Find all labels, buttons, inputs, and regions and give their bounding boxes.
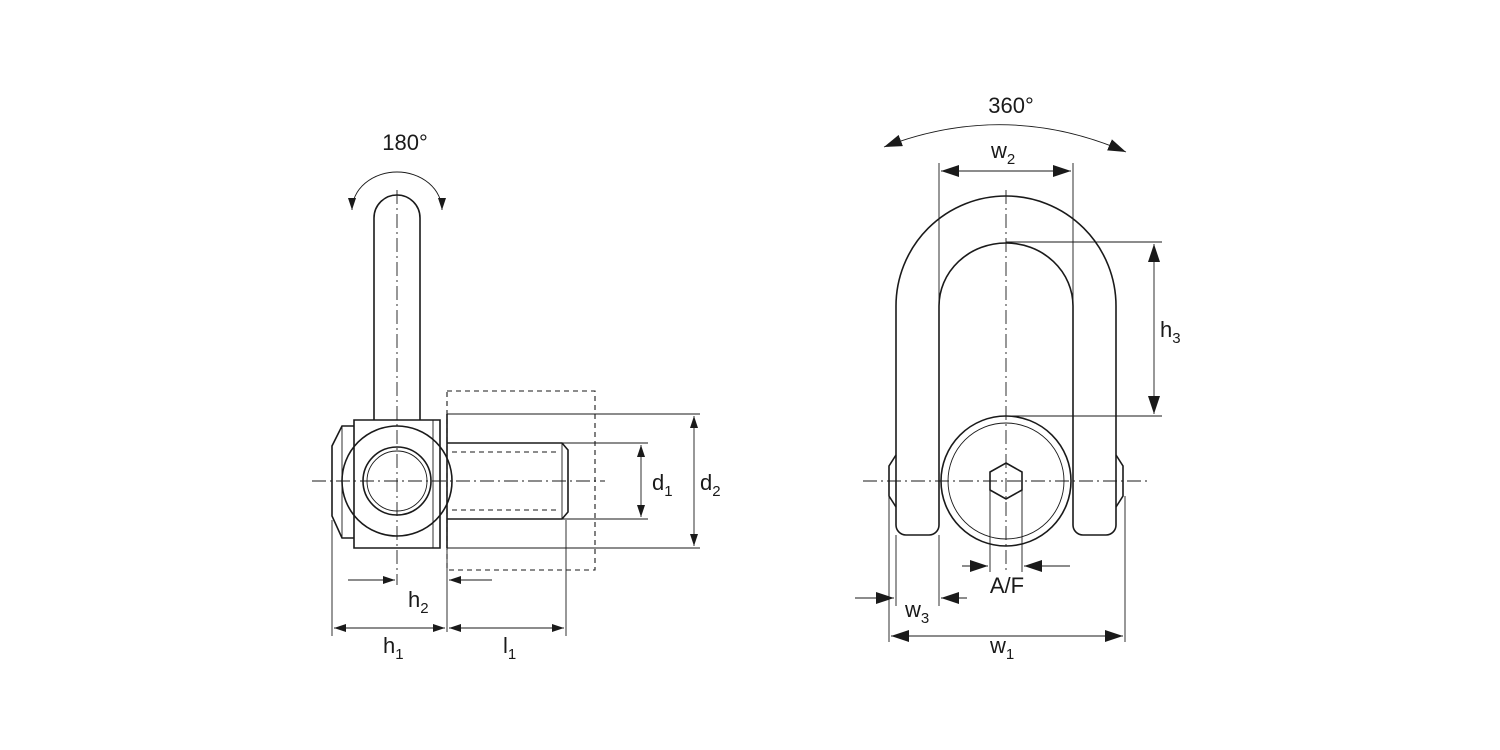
right-lug	[1115, 454, 1124, 508]
left-lug	[888, 454, 897, 508]
rotation-360-arrow	[883, 124, 1127, 153]
w1-label: w1	[989, 633, 1014, 663]
rotation-180-arrow	[348, 171, 446, 211]
eye-inner	[362, 446, 432, 516]
af-label: A/F	[990, 573, 1024, 598]
tapped-hole-outline	[446, 390, 596, 571]
h2-label: h2	[408, 587, 429, 617]
side-view: 180° d1 d2 h2 h1 l1	[312, 130, 721, 663]
eye-inner-edge	[366, 450, 428, 512]
h3-label: h3	[1160, 317, 1181, 347]
front-view: 360° w2 h3 A/F w3 w1	[855, 93, 1181, 663]
w2-label: w2	[990, 138, 1015, 168]
bail-arm	[373, 194, 421, 420]
d2-label: d2	[700, 470, 721, 500]
rotation-360-label: 360°	[988, 93, 1034, 118]
d1-label: d1	[652, 470, 673, 500]
swivel-body-inner	[947, 422, 1065, 540]
base-flange	[331, 425, 354, 539]
h1-label: h1	[383, 633, 404, 663]
rotation-180-label: 180°	[382, 130, 428, 155]
l1-label: l1	[503, 633, 516, 663]
base-body	[353, 419, 441, 549]
bolt-shank	[447, 442, 569, 520]
w3-label: w3	[904, 597, 929, 627]
hex-socket-icon	[989, 462, 1023, 500]
